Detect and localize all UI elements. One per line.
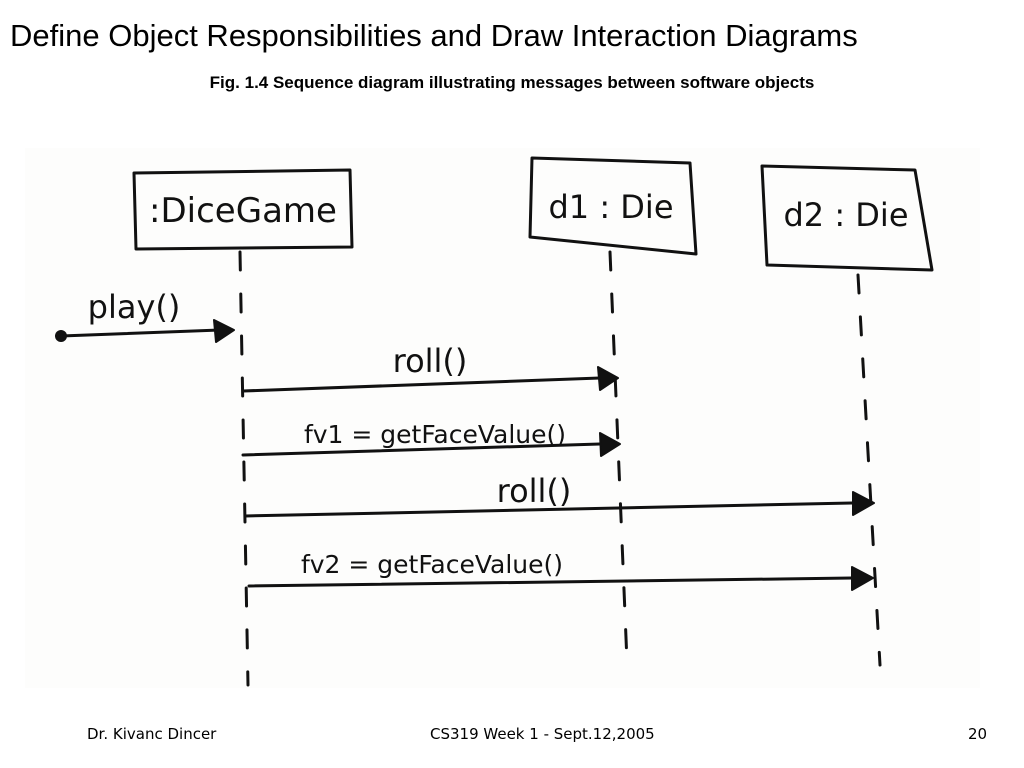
arrowhead-getfacevalue-d1: [599, 432, 621, 457]
lifeline-box-dicegame: :DiceGame: [132, 168, 354, 251]
lifeline-label-d2: d2 : Die: [783, 196, 908, 234]
lifeline-label-d1: d1 : Die: [548, 188, 673, 226]
arrowhead-play: [213, 319, 235, 343]
message-getfacevalue-d2: fv2 = getFaceValue(): [247, 550, 874, 591]
message-label-getfacevalue-d2: fv2 = getFaceValue(): [301, 550, 563, 579]
message-label-roll-d2: roll(): [497, 472, 572, 510]
footer-course: CS319 Week 1 - Sept.12,2005: [430, 725, 655, 743]
message-roll-d1: roll(): [241, 342, 619, 393]
lifeline-dashed-d1: [608, 250, 629, 664]
arrowhead-roll-d1: [597, 366, 619, 391]
arrowhead-getfacevalue-d2: [851, 566, 874, 591]
message-play: play(): [55, 288, 235, 343]
message-roll-d2: roll(): [243, 472, 875, 518]
message-getfacevalue-d1: fv1 = getFaceValue(): [241, 420, 621, 457]
footer-page-number: 20: [968, 725, 988, 743]
lifeline-box-d1: d1 : Die: [528, 156, 698, 256]
lifeline-dashed-dicegame: [238, 250, 250, 687]
diagram-paper: [25, 148, 980, 688]
lifeline-label-dicegame: :DiceGame: [149, 191, 337, 231]
slide-title: Define Object Responsibilities and Draw …: [10, 18, 858, 53]
message-label-play: play(): [88, 288, 181, 326]
footer-author: Dr. Kivanc Dincer: [87, 725, 217, 743]
lifeline-dashed-d2: [856, 273, 882, 667]
message-label-getfacevalue-d1: fv1 = getFaceValue(): [304, 420, 566, 449]
arrowhead-roll-d2: [852, 491, 875, 516]
message-label-roll-d1: roll(): [393, 342, 468, 380]
figure-caption: Fig. 1.4 Sequence diagram illustrating m…: [209, 73, 815, 92]
lifeline-box-d2: d2 : Die: [760, 164, 934, 272]
